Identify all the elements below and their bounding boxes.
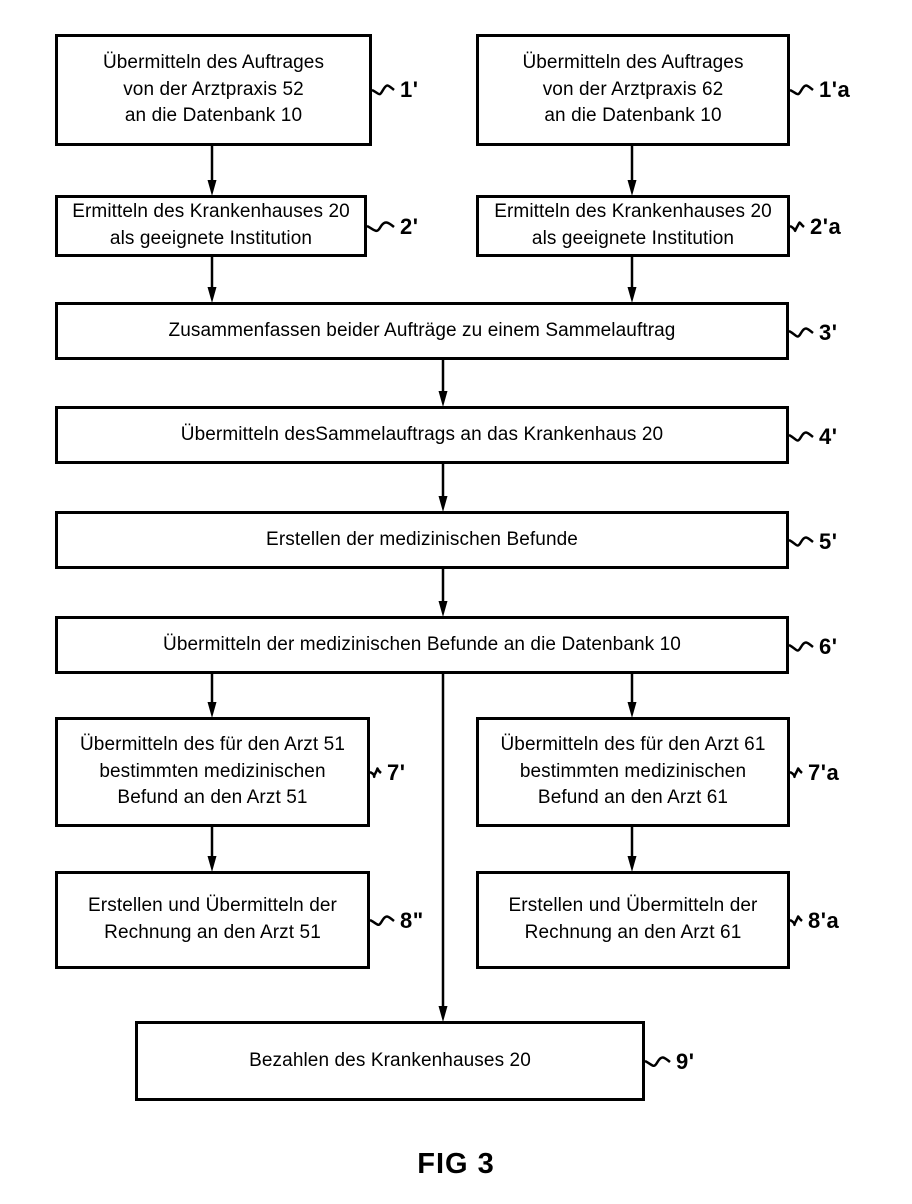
connector-arrowhead-c11: [207, 856, 217, 872]
reference-numeral-n8: 8": [400, 908, 424, 933]
leader-line-n1: [371, 84, 395, 96]
process-box-label: Erstellen der medizinischen Befunde: [266, 528, 578, 550]
connector-arrowhead-c6: [438, 496, 448, 512]
figure-caption: FIG 3: [417, 1148, 495, 1180]
connector-arrowhead-c12: [627, 856, 637, 872]
process-box-n1a: Übermitteln des Auftrages von der Arztpr…: [476, 34, 790, 146]
process-box-label: Zusammenfassen beider Aufträge zu einem …: [168, 319, 676, 341]
connector-arrowhead-c10: [438, 1006, 448, 1022]
leader-line-n8a: [789, 915, 803, 927]
process-box-label: Übermitteln des Auftrages von der Arztpr…: [522, 51, 744, 127]
reference-numeral-n8a: 8'a: [808, 908, 840, 933]
reference-numeral-n6: 6': [819, 634, 838, 659]
reference-numeral-n7a: 7'a: [808, 760, 840, 785]
leader-line-n8: [369, 915, 395, 927]
reference-numeral-n7: 7': [387, 760, 406, 785]
leader-line-n7a: [789, 767, 803, 779]
process-box-n3: Zusammenfassen beider Aufträge zu einem …: [55, 302, 789, 360]
process-box-label: Ermitteln des Krankenhauses 20 als geeig…: [72, 201, 350, 249]
process-box-label: Bezahlen des Krankenhauses 20: [249, 1049, 531, 1071]
reference-numeral-n4: 4': [819, 424, 838, 449]
leader-line-n2: [366, 221, 395, 233]
leader-line-n2a: [789, 221, 805, 233]
process-box-label: Übermitteln des für den Arzt 51 bestimmt…: [79, 733, 345, 809]
connector-arrowhead-c7: [438, 601, 448, 617]
leader-line-n4: [788, 431, 814, 442]
connector-arrowhead-c8: [207, 702, 217, 718]
process-box-n4: Übermitteln desSammelauftrags an das Kra…: [55, 406, 789, 464]
process-box-label: Ermitteln des Krankenhauses 20 als geeig…: [494, 201, 772, 249]
connector-arrowhead-c9: [627, 702, 637, 718]
leader-line-n1a: [789, 84, 814, 96]
leader-line-n5: [788, 536, 814, 547]
connector-arrowhead-c5: [438, 391, 448, 407]
leader-line-n9: [644, 1056, 671, 1068]
process-box-n7a: Übermitteln des für den Arzt 61 bestimmt…: [476, 717, 790, 827]
reference-numeral-n1a: 1'a: [819, 77, 851, 102]
process-box-label: Erstellen und Übermitteln der Rechnung a…: [508, 895, 758, 943]
process-box-label: Übermitteln der medizinischen Befunde an…: [163, 633, 681, 655]
leader-line-n6: [788, 641, 814, 652]
process-box-n9: Bezahlen des Krankenhauses 20: [135, 1021, 645, 1101]
reference-numeral-n1: 1': [400, 77, 419, 102]
process-box-n1: Übermitteln des Auftrages von der Arztpr…: [55, 34, 372, 146]
reference-numeral-n2a: 2'a: [810, 214, 842, 239]
leader-line-n3: [788, 327, 814, 338]
process-box-n5: Erstellen der medizinischen Befunde: [55, 511, 789, 569]
process-box-n8: Erstellen und Übermitteln der Rechnung a…: [55, 871, 370, 969]
reference-numeral-n3: 3': [819, 320, 838, 345]
reference-numeral-n2: 2': [400, 214, 419, 239]
process-box-n2: Ermitteln des Krankenhauses 20 als geeig…: [55, 195, 367, 257]
connector-arrowhead-c4: [627, 287, 637, 303]
reference-numeral-n9: 9': [676, 1049, 695, 1074]
process-box-n2a: Ermitteln des Krankenhauses 20 als geeig…: [476, 195, 790, 257]
leader-line-n7: [369, 767, 382, 779]
connector-arrowhead-c2: [627, 180, 637, 196]
process-box-label: Erstellen und Übermitteln der Rechnung a…: [88, 895, 337, 943]
process-box-n7: Übermitteln des für den Arzt 51 bestimmt…: [55, 717, 370, 827]
reference-numeral-n5: 5': [819, 529, 838, 554]
process-box-label: Übermitteln desSammelauftrags an das Kra…: [180, 423, 664, 445]
process-box-n6: Übermitteln der medizinischen Befunde an…: [55, 616, 789, 674]
process-box-n8a: Erstellen und Übermitteln der Rechnung a…: [476, 871, 790, 969]
connector-arrowhead-c1: [207, 180, 217, 196]
process-box-label: Übermitteln des für den Arzt 61 bestimmt…: [500, 733, 766, 809]
connector-arrowhead-c3: [207, 287, 217, 303]
process-box-label: Übermitteln des Auftrages von der Arztpr…: [102, 51, 325, 127]
